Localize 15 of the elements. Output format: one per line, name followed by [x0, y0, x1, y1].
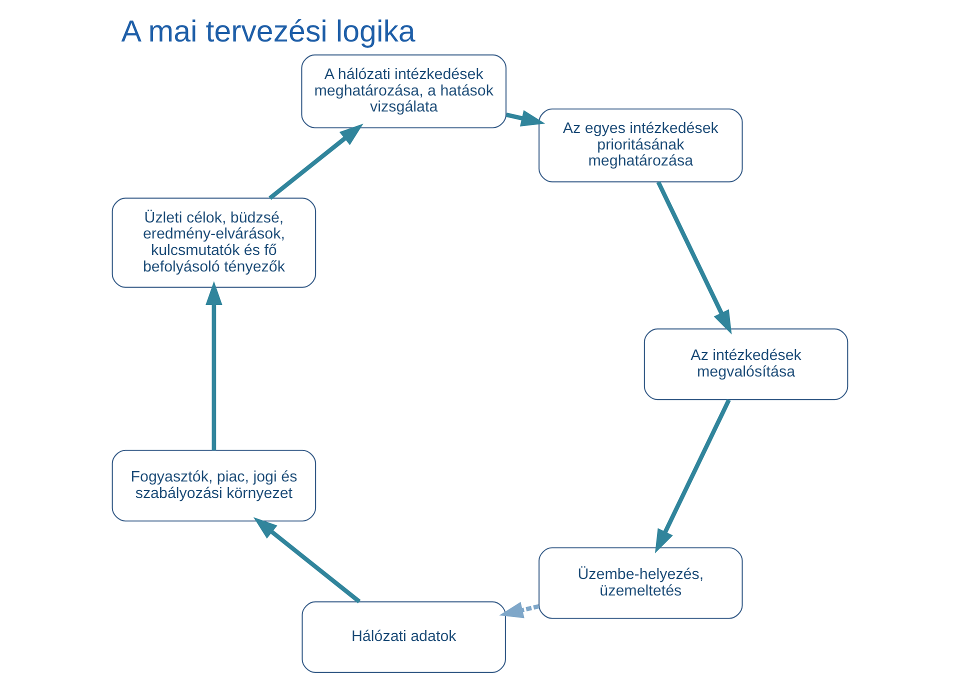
arrow	[654, 398, 730, 554]
node-box: Üzembe-helyezés, üzemeltetés	[538, 547, 742, 619]
arrow	[656, 181, 732, 334]
arrow	[498, 602, 539, 618]
node-box: Hálózati adatok	[301, 601, 506, 673]
arrow	[252, 517, 360, 604]
arrow	[505, 110, 545, 126]
diagram-title: A mai tervezési logika	[120, 14, 415, 48]
node-box: Fogyasztók, piac, jogi és szabályozási környezet	[111, 450, 316, 522]
node-box: Az egyes intézkedések prioritásának meghatározása	[538, 108, 742, 182]
arrow	[205, 281, 222, 450]
node-box: A hálózati intézkedések meghatározása, a hatások vizsgálata	[300, 54, 506, 128]
arrow	[268, 124, 363, 200]
node-box: Az intézkedések megvalósítása	[643, 328, 848, 400]
node-box: Üzleti célok, büdzsé, eredmény-elvárások, kulcsmutatók és fő befolyásoló tényezők	[111, 198, 316, 288]
